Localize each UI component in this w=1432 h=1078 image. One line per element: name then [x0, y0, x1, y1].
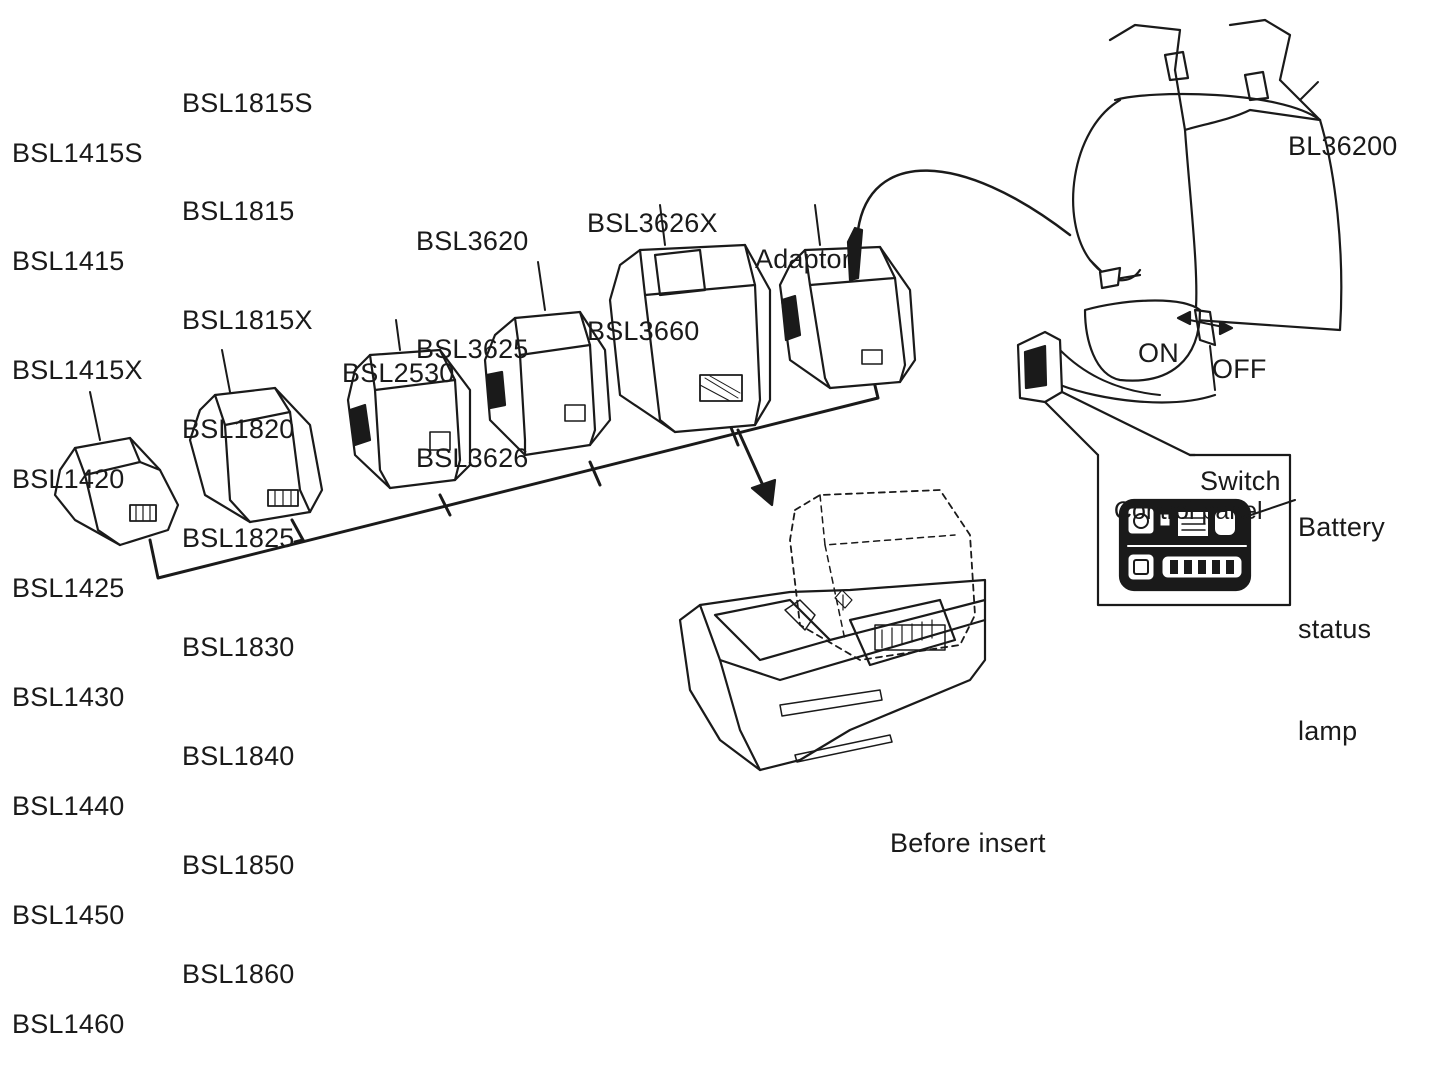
model-label: BSL3620	[416, 225, 529, 256]
label-group-bsl2530: BSL2530	[342, 282, 455, 427]
switch-label: Switch	[1200, 465, 1281, 496]
model-label: BSL1440	[12, 790, 125, 821]
model-label: BSL1425	[12, 573, 125, 604]
label-control-panel: Control panel	[1100, 466, 1263, 526]
battery-bsl1415	[53, 391, 180, 547]
off-label: OFF	[1212, 353, 1267, 384]
model-label: BSL1415X	[12, 355, 143, 386]
model-label: BSL3626	[416, 443, 529, 474]
label-group-bsl1415: BSL1415S BSL1415 BSL1415X BSL1420 BSL142…	[12, 62, 143, 1078]
label-on: ON	[1138, 262, 1179, 407]
label-before-insert: Before insert	[890, 752, 1046, 897]
battery-status-lamp-label: lamp	[1298, 716, 1358, 746]
battery-bsl3620	[483, 261, 612, 457]
control-panel-label: Control panel	[1113, 497, 1263, 525]
model-label: BSL1820	[182, 414, 295, 445]
model-label: BSL2530	[342, 357, 455, 388]
model-label: BSL1460	[12, 1008, 125, 1039]
label-group-bsl1815: BSL1815S BSL1815 BSL1815X BSL1820 BSL182…	[182, 12, 313, 1028]
battery-bsl3626x	[608, 204, 772, 434]
model-label: BSL1415S	[12, 137, 143, 168]
label-off: OFF	[1212, 278, 1267, 423]
model-label: BSL1825	[182, 523, 295, 554]
label-group-bsl3626x: BSL3626X BSL3660	[587, 132, 718, 386]
insert-arrow	[736, 428, 777, 507]
adaptor	[778, 169, 1072, 390]
on-label: ON	[1138, 337, 1179, 368]
model-label: BSL1420	[12, 464, 125, 495]
battery-status-lamp-label: Battery	[1298, 512, 1385, 542]
label-group-bsl3620: BSL3620 BSL3625 BSL3626	[416, 150, 529, 513]
battery-status-lamp-label: status	[1298, 614, 1372, 644]
diagram-drawing	[53, 18, 1343, 772]
adaptor-label: Adaptor	[755, 243, 851, 274]
before-insert-label: Before insert	[890, 827, 1046, 858]
control-panel-callout	[1043, 390, 1296, 607]
charger	[678, 489, 987, 772]
label-battery-status-lamp: Battery status lamp	[1298, 442, 1385, 782]
model-label: BSL1815S	[182, 87, 313, 118]
model-label: BSL1840	[182, 740, 295, 771]
label-bl36200: BL36200	[1288, 55, 1398, 200]
model-label: BSL1415	[12, 246, 125, 277]
backpack-label: BL36200	[1288, 130, 1398, 161]
model-label: BSL3626X	[587, 207, 718, 238]
battery-bsl2530	[346, 319, 472, 490]
model-label: BSL1450	[12, 899, 125, 930]
model-label: BSL1850	[182, 849, 295, 880]
model-label: BSL1815	[182, 196, 295, 227]
model-label: BSL3660	[587, 316, 700, 347]
model-label: BSL3625	[416, 334, 529, 365]
label-adaptor: Adaptor	[755, 168, 851, 313]
model-label: BSL1830	[182, 632, 295, 663]
battery-bsl1815	[188, 349, 324, 524]
diagram-canvas: BSL1415S BSL1415 BSL1415X BSL1420 BSL142…	[12, 18, 1398, 1039]
model-label: BSL1860	[182, 958, 295, 989]
label-switch: Switch	[1200, 390, 1281, 535]
model-label: BSL1430	[12, 682, 125, 713]
model-label: BSL1815X	[182, 305, 313, 336]
backpack-bl36200	[1016, 18, 1343, 404]
